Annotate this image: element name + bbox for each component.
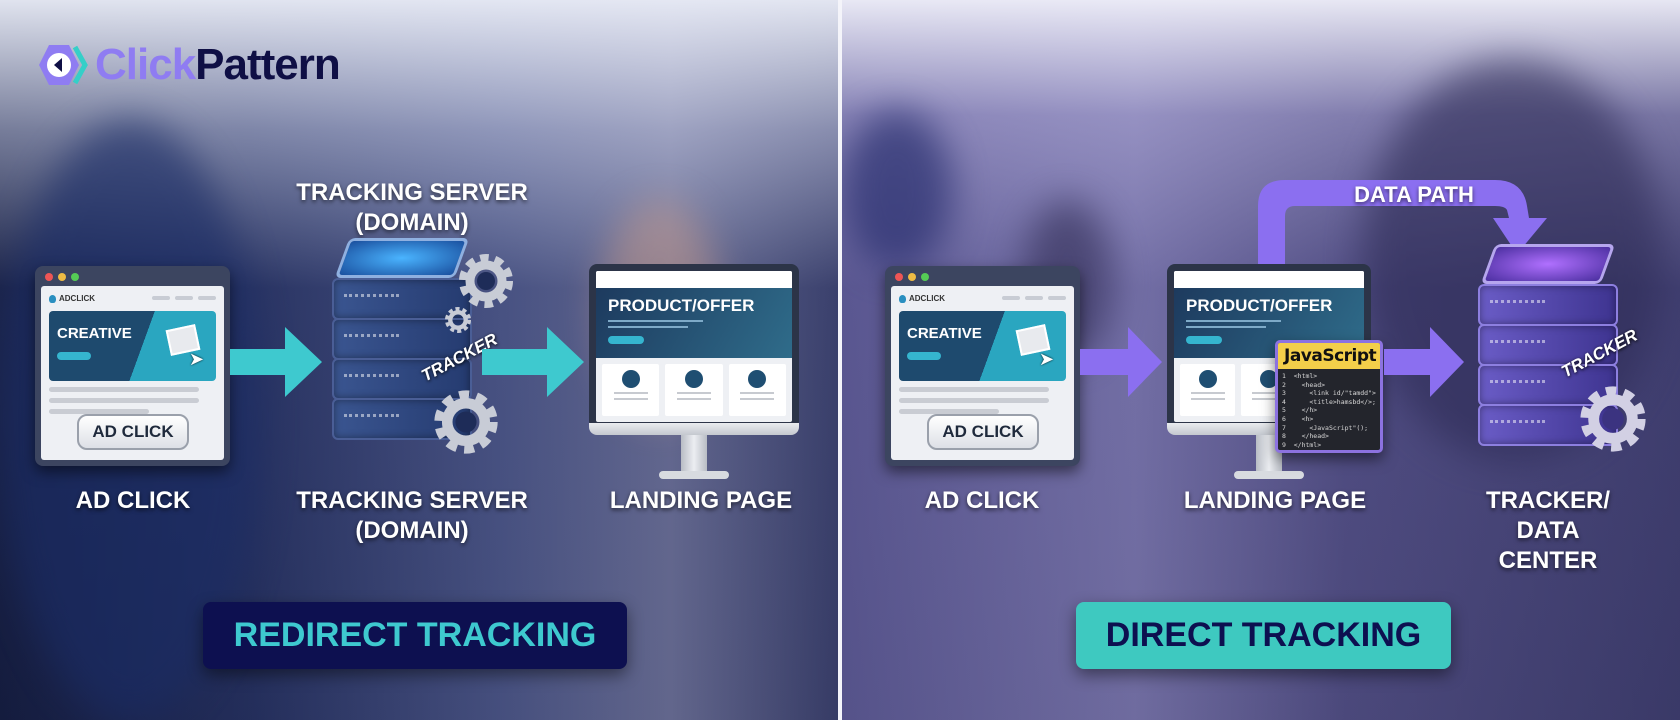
ad-click-button[interactable]: AD CLICK bbox=[77, 414, 189, 450]
flow-arrow-icon bbox=[1080, 327, 1162, 397]
data-path-label: DATA PATH bbox=[1354, 182, 1474, 207]
gear-icon bbox=[434, 390, 498, 454]
label-landing-page: LANDING PAGE bbox=[1183, 487, 1367, 514]
creative-banner: CREATIVE ➤ bbox=[899, 311, 1066, 381]
creative-label: CREATIVE bbox=[907, 325, 982, 342]
creative-banner: CREATIVE ➤ bbox=[49, 311, 216, 381]
label-tracking-server: TRACKING SERVER (DOMAIN) bbox=[296, 487, 528, 544]
logo-mark-icon bbox=[39, 45, 88, 85]
redirect-tracking-badge: REDIRECT TRACKING bbox=[203, 602, 627, 669]
label-ad-click: AD CLICK bbox=[75, 487, 191, 514]
logo-text-pattern: Pattern bbox=[195, 40, 341, 89]
cursor-icon: ➤ bbox=[188, 349, 204, 369]
tracker-data-center-stack: TRACKER bbox=[1478, 244, 1648, 474]
label-landing-page: LANDING PAGE bbox=[609, 487, 793, 514]
javascript-code: 1 <html> 2 <head> 3 <link id/"tamdd"> 4 … bbox=[1282, 372, 1376, 449]
ad-click-browser-window: ADCLICK CREATIVE ➤ AD CLICK bbox=[885, 266, 1080, 466]
gear-icon bbox=[459, 254, 513, 308]
ad-click-button[interactable]: AD CLICK bbox=[927, 414, 1039, 450]
direct-tracking-badge: DIRECT TRACKING bbox=[1076, 602, 1451, 669]
flow-arrow-icon bbox=[230, 327, 322, 397]
background-monitor bbox=[842, 110, 952, 270]
landing-headline: PRODUCT/OFFER bbox=[608, 296, 755, 315]
ad-site-brand: ADCLICK bbox=[899, 294, 1066, 303]
landing-page-monitor: PRODUCT/OFFER bbox=[589, 264, 799, 479]
cursor-icon: ➤ bbox=[1038, 349, 1054, 369]
logo-text-click: Click bbox=[95, 40, 196, 89]
flow-arrow-icon bbox=[1384, 327, 1464, 397]
data-path-arrow bbox=[1258, 180, 1547, 266]
label-tracker-data-center: TRACKER/ DATA CENTER bbox=[1486, 487, 1610, 574]
javascript-title: JavaScript bbox=[1278, 343, 1380, 369]
tracking-server-stack: TRACKER bbox=[332, 238, 522, 468]
label-ad-click: AD CLICK bbox=[924, 487, 1040, 514]
panel-divider bbox=[838, 0, 842, 720]
landing-headline: PRODUCT/OFFER bbox=[1186, 296, 1333, 315]
ad-site-brand: ADCLICK bbox=[49, 294, 216, 303]
creative-label: CREATIVE bbox=[57, 325, 132, 342]
clickpattern-logo: ClickPattern bbox=[37, 40, 341, 90]
ad-click-browser-window: ADCLICK CREATIVE ➤ AD CLICK bbox=[35, 266, 230, 466]
gear-icon bbox=[1580, 386, 1646, 452]
tracking-server-top-label: TRACKING SERVER (DOMAIN) bbox=[296, 179, 528, 236]
small-gear-icon bbox=[444, 306, 472, 334]
flow-arrow-icon bbox=[482, 327, 584, 397]
javascript-snippet: JavaScript 1 <html> 2 <head> 3 <link id/… bbox=[1275, 340, 1383, 453]
